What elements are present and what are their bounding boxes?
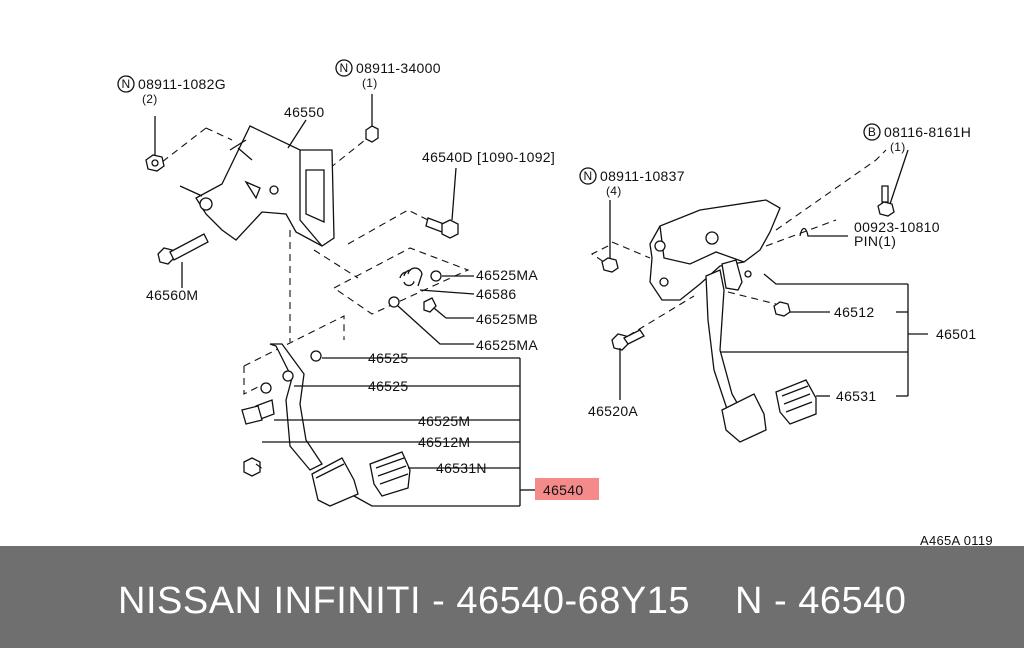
pedal-arm-left (241, 343, 323, 477)
pedal-pad-right (721, 393, 767, 443)
label-pad-n: 46531N (436, 460, 487, 476)
bracket-right (649, 199, 781, 301)
label-bush-b: 46525 (368, 378, 408, 394)
label-right-arm: 46512 (834, 304, 874, 320)
label-pin-text: PIN(1) (854, 233, 896, 249)
parts-diagram: N N N B 08911-1082G (2) 08911-34000 (1) … (117, 59, 993, 546)
pedal-arm-right (705, 259, 752, 413)
label-bush-ma-lower: 46525MA (476, 337, 538, 353)
nut-top (365, 94, 379, 143)
label-right-nut-code: 08911-10837 (600, 168, 685, 184)
bracket-46550 (179, 119, 335, 247)
nut-46512 (773, 301, 830, 317)
label-bush-ma-upper: 46525MA (476, 267, 538, 283)
label-nut-top-qty: (1) (362, 76, 378, 90)
rubber-pad-right (775, 379, 817, 425)
footer-bar: NISSAN INFINITI - 46540-68Y15 N - 46540 (0, 546, 1024, 648)
bolt-46560m (157, 233, 209, 288)
circle-n-right: N (579, 167, 597, 185)
label-nut-left-code: 08911-1082G (138, 76, 226, 92)
label-bolt-range: 46540D [1090-1092] (422, 149, 555, 165)
bolt-right-top (877, 149, 909, 217)
label-bush-a: 46525 (368, 350, 408, 366)
label-right-bolt: 46520A (588, 403, 638, 419)
circle-n-left: N (117, 75, 135, 93)
label-bush-m: 46525M (418, 413, 470, 429)
circle-n-top: N (335, 59, 353, 77)
label-bush-mb: 46525MB (476, 311, 538, 327)
bushings-group (388, 267, 475, 345)
nut-right (601, 200, 619, 273)
rubber-pad-46531n (369, 451, 411, 497)
svg-text:B: B (868, 125, 876, 139)
label-assembly-highlight: 46540 (543, 482, 583, 498)
label-right-bolt-qty: (1) (890, 140, 906, 154)
circle-b-right: B (863, 123, 881, 141)
label-right-bolt-code: 08116-8161H (884, 124, 971, 140)
label-spring: 46586 (476, 286, 516, 302)
label-right-assembly: 46501 (936, 326, 976, 342)
footer-part-number: NISSAN INFINITI - 46540-68Y15 (118, 580, 691, 622)
svg-text:N: N (122, 77, 131, 91)
bolt-46520a (611, 329, 645, 400)
label-right-nut-qty: (4) (606, 184, 622, 198)
label-bracket: 46550 (284, 104, 324, 120)
pedal-pad-left (311, 457, 359, 507)
label-right-pad: 46531 (836, 388, 876, 404)
label-nut-top-code: 08911-34000 (356, 60, 441, 76)
pin-right (799, 227, 848, 237)
leaders-right-assembly (720, 273, 928, 397)
label-drawing-code: A465A 0119 (920, 533, 993, 546)
svg-text:N: N (340, 61, 349, 75)
highlight-box (535, 478, 599, 500)
svg-text:N: N (584, 169, 593, 183)
diagram-svg: N N N B 08911-1082G (2) 08911-34000 (1) … (117, 59, 993, 546)
label-nut-left-qty: (2) (142, 92, 158, 106)
leaders-left-assembly (262, 357, 536, 507)
label-pedal-arm-m: 46512M (418, 434, 470, 450)
bolt-46540d (425, 167, 459, 239)
label-pin-code: 00923-10810 (854, 219, 940, 235)
footer-short-code: N - 46540 (735, 580, 907, 622)
nut-left (145, 116, 165, 172)
label-bolt-left: 46560M (146, 287, 198, 303)
